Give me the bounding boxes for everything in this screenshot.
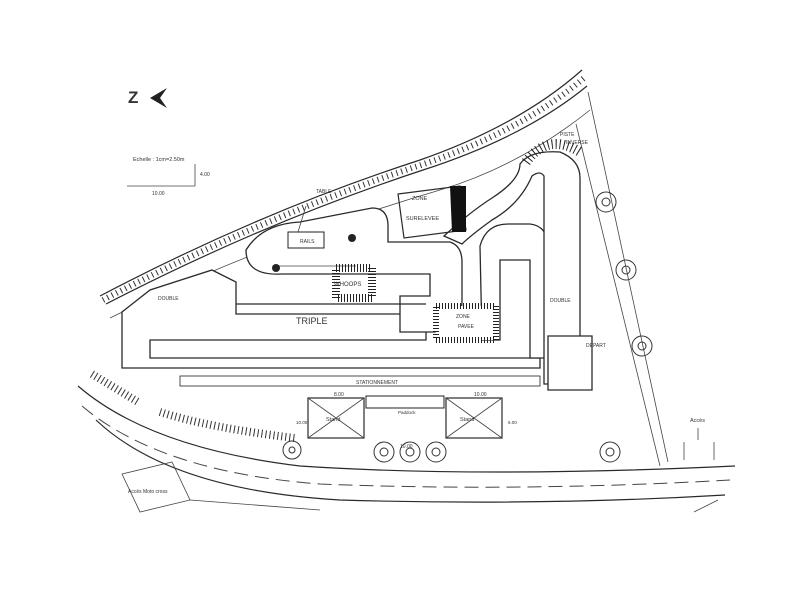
access-right: Accès xyxy=(683,418,719,513)
zone-pavee-label-2: PAVEE xyxy=(458,324,475,330)
scale-horizontal-value: 10.00 xyxy=(152,191,165,197)
piste-inverse: PISTE INVERSE xyxy=(521,132,589,166)
hatched-strips xyxy=(89,370,296,442)
table-label: TABLE xyxy=(316,189,332,195)
piste-inverse-label-1: PISTE xyxy=(560,132,575,138)
dim-left: 8.00 xyxy=(334,392,344,398)
rails-section: RAILS xyxy=(272,205,356,272)
whoops-section: WHOOPS xyxy=(332,264,376,302)
whoops-label: WHOOPS xyxy=(334,282,361,288)
scale-legend: Echelle : 1cm=2.50m 10.00 4.00 xyxy=(127,157,210,197)
stand-left-label: Stand xyxy=(326,417,340,423)
road xyxy=(77,91,736,503)
double-left-label: DOUBLE xyxy=(158,296,179,302)
scale-vertical-value: 4.00 xyxy=(200,172,210,178)
dim-bottom: 10.00 xyxy=(400,444,413,450)
tree-icon xyxy=(595,191,617,213)
zone-pavee-label-1: ZONE xyxy=(456,314,471,320)
piste-inverse-label-2: INVERSE xyxy=(566,140,589,146)
tree-icon xyxy=(282,440,302,460)
dim-side-left: 10.00 xyxy=(296,420,308,425)
acces-label: Accès xyxy=(690,418,705,424)
zone-label-2: SURELEVEE xyxy=(406,216,439,222)
parking-label: STATIONNEMENT xyxy=(356,380,398,386)
tree-icon xyxy=(631,335,653,357)
double-right-label: DOUBLE xyxy=(550,298,571,304)
stand-right-label: Stand xyxy=(460,417,474,423)
paved-zone: ZONE PAVEE xyxy=(433,303,499,343)
access-moto-cross: Accès Moto cross xyxy=(121,461,321,513)
raised-zone: ZONE SURELEVEE xyxy=(397,185,467,239)
tree-icon xyxy=(373,441,395,463)
zone-label-1: ZONE xyxy=(412,196,428,202)
triple-label: TRIPLE xyxy=(296,316,328,326)
dim-right: 10.00 xyxy=(474,392,487,398)
tree-icon xyxy=(399,441,421,463)
acces-moto-cross-label: Accès Moto cross xyxy=(128,489,168,495)
tree-icon xyxy=(425,441,447,463)
compass-letter: Z xyxy=(128,88,138,107)
paddock-label: Paddock xyxy=(398,410,416,415)
north-arrow-icon: Z xyxy=(128,88,167,108)
scale-label: Echelle : 1cm=2.50m xyxy=(133,157,185,163)
tree-icon xyxy=(599,441,621,463)
rails-label: RAILS xyxy=(300,239,315,245)
depart-label: DEPART xyxy=(586,343,606,349)
dim-side-right: 6.00 xyxy=(508,420,517,425)
parking-strip: STATIONNEMENT xyxy=(179,375,541,387)
stands: Stand Stand Paddock 8.00 10.00 10.00 6.0… xyxy=(296,392,517,450)
tree-icon xyxy=(615,259,637,281)
